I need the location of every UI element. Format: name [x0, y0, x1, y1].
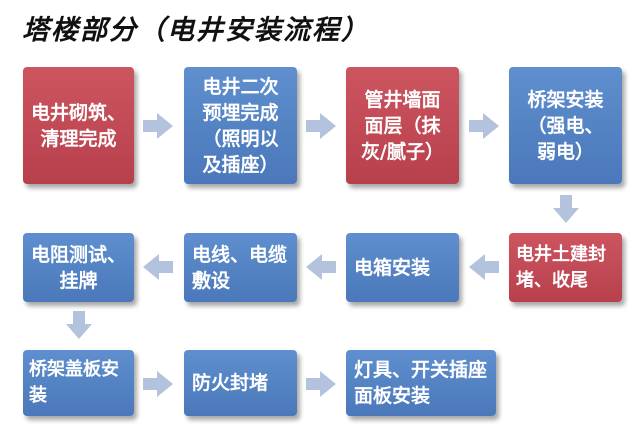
step-1-line-1: 电井砌筑、: [31, 101, 127, 124]
arrow-left-icon: [306, 254, 336, 280]
step-2-line-2: 预埋完成: [202, 101, 279, 124]
step-4-line-3: 弱电）: [536, 140, 594, 163]
step-8-line-1: 电阻测试、: [31, 243, 127, 266]
step-3-line-2: 面层（抹: [364, 114, 441, 137]
step-4-line-2: （强电、: [527, 114, 604, 137]
step-11-box: 灯具、开关插座 面板安装: [346, 350, 496, 416]
step-3-box: 管井墙面 面层（抹 灰/腻子）: [346, 67, 459, 184]
arrow-left-icon: [143, 254, 173, 280]
step-2-line-4: 及插座）: [202, 153, 279, 176]
step-5-line-2: 堵、收尾: [516, 269, 588, 291]
step-10-box: 防火封堵: [184, 350, 297, 416]
arrow-left-icon: [469, 254, 499, 280]
step-6-box: 电箱安装: [346, 233, 459, 302]
step-7-line-1: 电线、电缆: [192, 243, 288, 266]
step-4-line-1: 桥架安装: [527, 88, 604, 111]
step-6-line-1: 电箱安装: [354, 256, 431, 279]
arrow-right-icon: [306, 113, 336, 139]
step-10-line-1: 防火封堵: [192, 372, 269, 394]
step-7-line-2: 敷设: [192, 269, 231, 292]
step-2-line-3: （照明以: [202, 127, 279, 150]
page-title: 塔楼部分（电井安装流程）: [22, 15, 370, 46]
step-9-line-2: 装: [29, 385, 47, 406]
arrow-right-icon: [143, 371, 173, 397]
arrow-down-icon: [66, 311, 92, 339]
step-9-box: 桥架盖板安 装: [23, 350, 134, 416]
step-8-line-2: 挂牌: [59, 269, 98, 292]
step-8-box: 电阻测试、 挂牌: [23, 233, 134, 302]
step-5-box: 电井土建封 堵、收尾: [509, 233, 622, 302]
arrow-down-icon: [553, 195, 579, 223]
arrow-right-icon: [306, 371, 336, 397]
step-2-box: 电井二次 预埋完成 （照明以 及插座）: [184, 67, 297, 184]
step-4-box: 桥架安装 （强电、 弱电）: [509, 67, 622, 184]
step-3-line-1: 管井墙面: [364, 88, 441, 111]
step-7-box: 电线、电缆 敷设: [184, 233, 297, 302]
step-2-line-1: 电井二次: [202, 75, 279, 98]
step-1-line-2: 清理完成: [40, 127, 117, 150]
step-9-line-1: 桥架盖板安: [29, 359, 119, 380]
step-11-line-1: 灯具、开关插座: [354, 359, 488, 381]
step-11-line-2: 面板安装: [354, 385, 431, 407]
arrow-right-icon: [469, 113, 499, 139]
step-5-line-1: 电井土建封: [516, 243, 606, 265]
step-1-box: 电井砌筑、 清理完成: [23, 67, 134, 184]
arrow-right-icon: [143, 113, 173, 139]
step-3-line-3: 灰/腻子）: [361, 140, 444, 163]
